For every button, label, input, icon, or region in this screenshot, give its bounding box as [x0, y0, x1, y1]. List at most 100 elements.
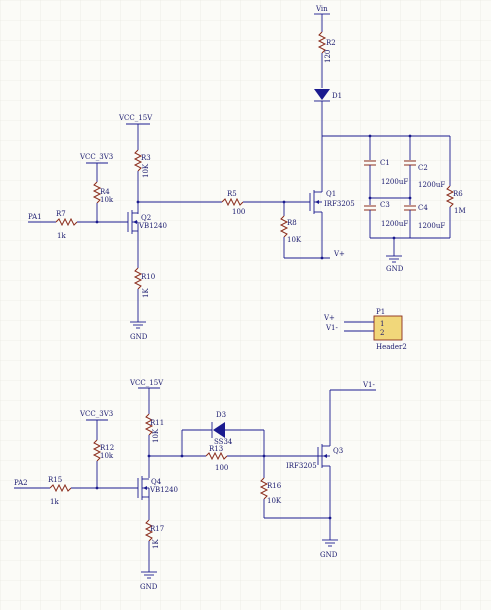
gnd-q4: GND [140, 571, 158, 591]
p1-ref: P1 [376, 308, 385, 316]
vcc33-port-top[interactable]: VCC_3V3 [79, 153, 113, 182]
gate-drive-bottom [149, 429, 266, 458]
p1-value: Header2 [376, 343, 407, 351]
resistor-r3[interactable]: R3 10K [133, 149, 151, 214]
vin-label: Vin [315, 5, 328, 13]
vplus-label: V+ [333, 250, 345, 258]
mosfet-q4[interactable]: Q4 VB1240 [137, 476, 178, 520]
gnd-q2: GND [130, 321, 148, 341]
q4-ref: Q4 [151, 478, 162, 486]
resistor-r15[interactable]: R15 1k [48, 476, 138, 506]
r13-ref: R13 [209, 445, 223, 453]
pa2-net[interactable]: PA2 [14, 479, 50, 489]
mosfet-q3[interactable]: Q3 IRF3205 [286, 390, 343, 540]
resistor-r16[interactable]: R16 10K [259, 456, 332, 520]
c3-ref: C3 [380, 201, 390, 209]
vin-port[interactable]: Vin [314, 5, 330, 32]
r7-value: 1k [57, 232, 66, 240]
r2-value: 120 [324, 50, 332, 63]
top-circuit: Vin R2 120 D1 C1 [28, 5, 466, 341]
q1-value: IRF3205 [324, 200, 355, 208]
capacitor-c2[interactable]: C2 1200uF [404, 160, 445, 198]
vcc33-port-bottom[interactable]: VCC_3V3 [79, 410, 113, 440]
d1-ref: D1 [332, 92, 342, 100]
r5-value: 100 [232, 208, 245, 216]
vplus-net: V+ [284, 250, 345, 260]
vcc33-top-label: VCC_3V3 [79, 153, 113, 161]
pa1-net[interactable]: PA1 [28, 213, 56, 223]
r10-value: 1K [142, 288, 150, 298]
pa1-label: PA1 [28, 213, 42, 221]
mosfet-q1[interactable]: Q1 IRF3205 [309, 136, 355, 258]
r3-ref: R3 [141, 154, 151, 162]
mosfet-q2[interactable]: Q2 VB1240 [127, 210, 167, 268]
r10-ref: R10 [141, 273, 155, 281]
capacitor-bank: C1 1200uF C2 1200uF C3 1200uF [322, 134, 466, 256]
r8-value: 10K [287, 236, 302, 244]
r12-ref: R12 [100, 444, 114, 452]
r13-value: 100 [215, 464, 228, 472]
vcc15-top-label: VCC_15V [118, 114, 153, 122]
c3-value: 1200uF [381, 220, 408, 228]
q1-ref: Q1 [326, 190, 336, 198]
q2-value: VB1240 [138, 222, 167, 230]
capacitor-c3[interactable]: C3 1200uF [364, 198, 408, 238]
r4-ref: R4 [100, 188, 110, 196]
r12-value: 10k [100, 452, 114, 460]
resistor-r13[interactable]: R13 100 [182, 445, 322, 472]
vcc15-port-top[interactable]: VCC_15V [118, 114, 153, 150]
r3-value: 10K [142, 163, 150, 178]
c4-value: 1200uF [418, 222, 445, 230]
p1-body [373, 315, 403, 341]
r17-value: 1K [152, 539, 160, 549]
d3-body [213, 422, 225, 438]
vcc15-bottom-label: VCC_15V [129, 379, 164, 387]
gnd-q3: GND [320, 539, 338, 559]
diode-d1[interactable]: D1 [314, 89, 342, 136]
q4-value: VB1240 [149, 486, 178, 494]
p1-pin2: 2 [380, 329, 384, 337]
pa2-label: PA2 [14, 479, 28, 487]
resistor-r5[interactable]: R5 100 [138, 190, 310, 216]
r6-ref: R6 [453, 190, 463, 198]
resistor-r6[interactable]: R6 1M [445, 185, 466, 238]
gnd-caps: GND [386, 255, 404, 273]
gnd-q2-label: GND [130, 333, 148, 341]
d3-ref: D3 [216, 411, 226, 419]
r16-ref: R16 [267, 482, 282, 490]
gnd-q4-label: GND [140, 583, 158, 591]
q2-ref: Q2 [141, 214, 151, 222]
r15-value: 1k [50, 498, 59, 506]
c2-ref: C2 [418, 164, 428, 172]
q3-value: IRF3205 [286, 462, 317, 470]
r4-value: 10k [100, 196, 114, 204]
diode-d3[interactable]: D3 SS34 [211, 411, 233, 446]
capacitor-c1[interactable]: C1 1200uF [364, 159, 408, 198]
p1-pin1: 1 [380, 320, 384, 328]
c4-ref: C4 [418, 204, 428, 212]
vminus-label: V1- [362, 381, 376, 389]
r16-value: 10K [267, 497, 282, 505]
d3-value: SS34 [214, 438, 233, 446]
r11-ref: R11 [150, 419, 164, 427]
r8-ref: R8 [287, 219, 297, 227]
gnd-q3-label: GND [320, 551, 338, 559]
resistor-r10[interactable]: R10 1K [133, 267, 155, 322]
r11-value: 10K [152, 428, 160, 443]
r6-value: 1M [454, 207, 466, 215]
r7-ref: R7 [56, 210, 66, 218]
r17-ref: R17 [150, 525, 164, 533]
r15-ref: R15 [48, 476, 62, 484]
resistor-r8[interactable]: R8 10K [279, 202, 302, 258]
resistor-r2[interactable]: R2 120 [317, 31, 336, 88]
resistor-r17[interactable]: R17 1K [144, 519, 164, 572]
r5-ref: R5 [227, 190, 237, 198]
p1-vminus-label: V1- [325, 324, 339, 332]
c2-value: 1200uF [418, 181, 445, 189]
vcc15-port-bottom[interactable]: VCC_15V [129, 379, 164, 414]
connector-p1[interactable]: P1 1 2 Header2 V+ V1- [323, 308, 407, 351]
resistor-r7[interactable]: R7 1k [55, 210, 128, 240]
vcc33-bottom-label: VCC_3V3 [79, 410, 113, 418]
